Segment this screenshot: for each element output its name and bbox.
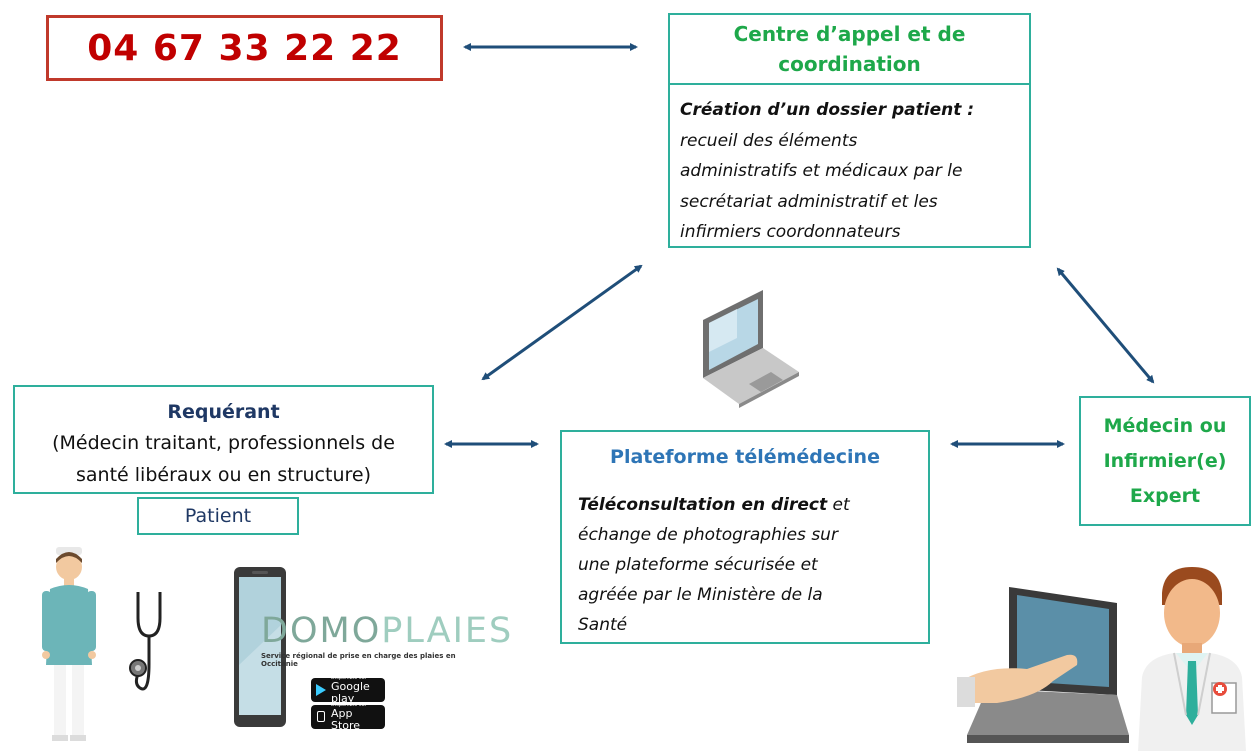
centre-appel-box: Centre d’appel et de coordination Créati…	[668, 13, 1031, 248]
domoplaies-logo: DOMOPLAIES Service régional de prise en …	[261, 611, 514, 668]
patient-label: Patient	[184, 505, 252, 527]
nurse-icon	[42, 547, 96, 741]
telehealth-laptop-hand-icon	[957, 587, 1129, 743]
laptop-icon	[703, 290, 799, 408]
plateforme-description: Téléconsultation en direct et échange de…	[578, 495, 850, 635]
app-store-badge[interactable]: Disponible sur App Store	[311, 702, 385, 732]
arrow-centre-expert	[1056, 267, 1155, 384]
plateforme-title: Plateforme télémédecine	[610, 446, 880, 468]
patient-box: Patient	[137, 497, 299, 535]
domoplaies-tagline: Service régional de prise en charge des …	[261, 652, 456, 668]
doctor-icon	[1138, 567, 1246, 751]
centre-appel-description: Création d’un dossier patient : recueil …	[680, 100, 975, 242]
centre-appel-title: Centre d’appel et de coordination	[670, 15, 1029, 85]
arrow-centre-requerant	[481, 264, 643, 381]
phone-number-box: 04 67 33 22 22	[46, 15, 443, 81]
apple-icon	[317, 711, 325, 722]
expert-box: Médecin ou Infirmier(e) Expert	[1079, 396, 1251, 526]
smartphone-icon	[234, 567, 286, 727]
stethoscope-icon	[129, 592, 162, 691]
requerant-line1: (Médecin traitant, professionnels de	[52, 432, 395, 454]
requerant-title: Requérant	[167, 401, 280, 423]
requerant-line2: santé libéraux ou en structure)	[76, 464, 371, 486]
plateforme-box: Plateforme télémédecine Téléconsultation…	[560, 430, 930, 644]
requerant-box: Requérant (Médecin traitant, professionn…	[13, 385, 434, 494]
google-play-badge[interactable]: Disponible sur Google play	[311, 675, 385, 705]
google-play-icon	[316, 684, 326, 696]
phone-number: 04 67 33 22 22	[87, 27, 402, 69]
